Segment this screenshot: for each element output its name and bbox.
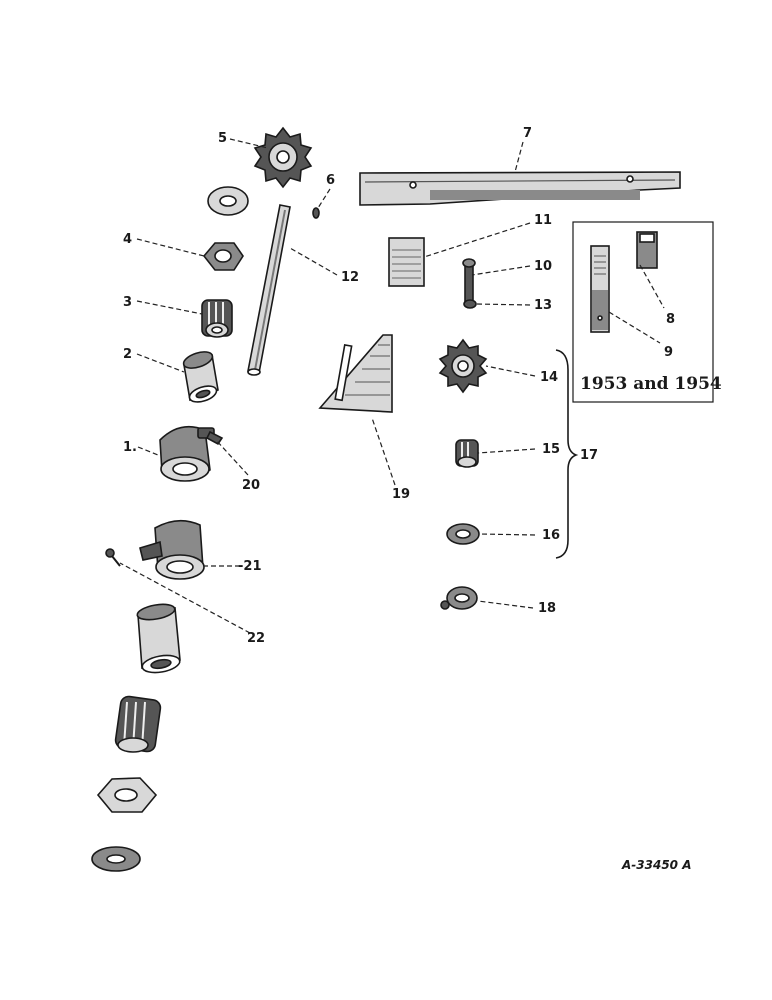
shaft-part-12 — [247, 204, 291, 376]
hex-nut-part-4 — [202, 242, 244, 271]
callout-15: 15 — [542, 442, 560, 457]
leader-lines — [119, 138, 536, 634]
callout-14: 14 — [540, 370, 558, 385]
strap-part-9 — [590, 245, 610, 333]
callout-1: 1. — [123, 440, 137, 455]
sprocket-part-5 — [253, 126, 313, 189]
callout-17: 17 — [580, 448, 598, 463]
callout-20: 20 — [242, 478, 260, 493]
bearing-part-3 — [201, 299, 233, 338]
hex-nut-lower — [96, 777, 158, 813]
callout-19: 19 — [392, 487, 410, 502]
bolt-part-10 — [462, 258, 476, 306]
callout-7: 7 — [523, 126, 532, 141]
callout-18: 18 — [538, 601, 556, 616]
plate-part-8 — [636, 231, 658, 269]
sprocket-part-14 — [438, 338, 488, 394]
callout-3: 3 — [123, 295, 132, 310]
nut-part-13 — [463, 299, 477, 309]
washer-upper — [207, 186, 249, 216]
washer-lower — [91, 846, 141, 872]
callout-12: 12 — [341, 270, 359, 285]
pin-part-6 — [312, 207, 320, 219]
callout-16: 16 — [542, 528, 560, 543]
bearing-lower — [114, 695, 162, 753]
collar-part-18 — [440, 586, 478, 610]
callout-2: 2 — [123, 347, 132, 362]
bolt-part-22 — [105, 548, 121, 567]
screw-part-20 — [205, 430, 224, 446]
callout-13: 13 — [534, 298, 552, 313]
callout-21: -21 — [238, 559, 262, 574]
collar-part-1 — [159, 425, 215, 482]
plate-part-11 — [388, 237, 425, 287]
inset-box — [572, 221, 714, 403]
inset-caption: 1953 and 1954 — [580, 374, 722, 394]
callout-10: 10 — [534, 259, 552, 274]
callout-11: 11 — [534, 213, 552, 228]
bracket-part-17 — [555, 349, 579, 559]
washer-part-16 — [446, 523, 480, 545]
collar-part-21 — [139, 519, 205, 580]
callout-22: 22 — [247, 631, 265, 646]
callout-6: 6 — [326, 173, 335, 188]
bearing-part-15 — [455, 439, 479, 468]
figure-id: A-33450 A — [621, 858, 691, 872]
sleeve-lower — [136, 603, 181, 674]
panel-part-19 — [318, 334, 393, 413]
bar-part-7 — [359, 171, 681, 206]
callout-9: 9 — [664, 345, 673, 360]
sleeve-part-2 — [182, 351, 219, 403]
callout-4: 4 — [123, 232, 132, 247]
callout-5: 5 — [218, 131, 227, 146]
callout-8: 8 — [666, 312, 675, 327]
